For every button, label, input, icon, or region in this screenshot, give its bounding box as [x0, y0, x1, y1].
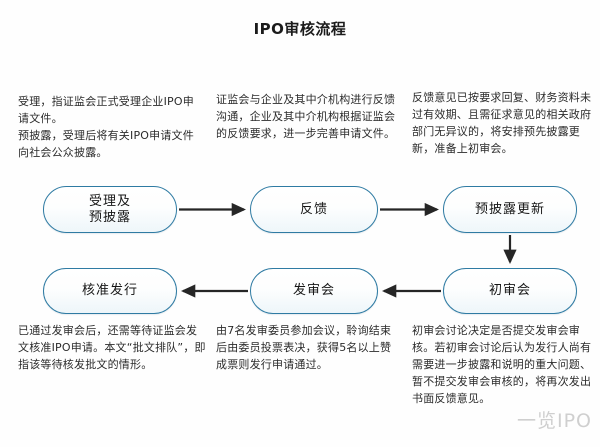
node-issuance-examination-meeting[interactable]: 发审会 [250, 268, 378, 314]
page-title: IPO审核流程 [253, 20, 347, 38]
note-approval: 已通过发审会后，还需等待证监会发文核准IPO申请。本文“批文排队”，即指该等待核… [18, 324, 206, 371]
note-first-review: 初审会讨论决定是否提交发审会审核。若初审会讨论后认为发行人尚有需要进一步披露和说… [412, 324, 592, 405]
note-issuance-meeting: 由7名发审委员参加会议，聆询结束后由委员投票表决，获得5名以上赞成票则发行申请通… [216, 324, 392, 371]
node-feedback-label: 反馈 [299, 201, 328, 217]
node-predisclosure-update-label: 预披露更新 [474, 201, 545, 217]
node-accept-label-line1: 受理及 [88, 193, 131, 209]
node-feedback[interactable]: 反馈 [250, 186, 378, 233]
node-accept-label-line2: 预披露 [88, 209, 131, 225]
node-issuance-meeting-label: 发审会 [292, 283, 335, 298]
node-approval-for-issuance[interactable]: 核准发行 [43, 268, 177, 314]
node-acceptance-and-predisclosure[interactable]: 受理及 预披露 [43, 186, 177, 233]
note-predisclosure-update: 反馈意见已按要求回复、财务资料未过有效期、且需征求意见的相关政府部门无异议的，将… [412, 91, 592, 155]
node-first-review-label: 初审会 [488, 283, 531, 298]
node-approval-label: 核准发行 [81, 283, 138, 298]
node-predisclosure-update[interactable]: 预披露更新 [443, 186, 577, 233]
node-first-review-meeting[interactable]: 初审会 [443, 268, 577, 314]
note-accept: 受理，指证监会正式受理企业IPO申请文件。 预披露，受理后将有关IPO申请文件向… [18, 95, 194, 159]
note-feedback: 证监会与企业及其中介机构进行反馈沟通，企业及其中介机构根据证监会的反馈要求，进一… [216, 93, 396, 140]
